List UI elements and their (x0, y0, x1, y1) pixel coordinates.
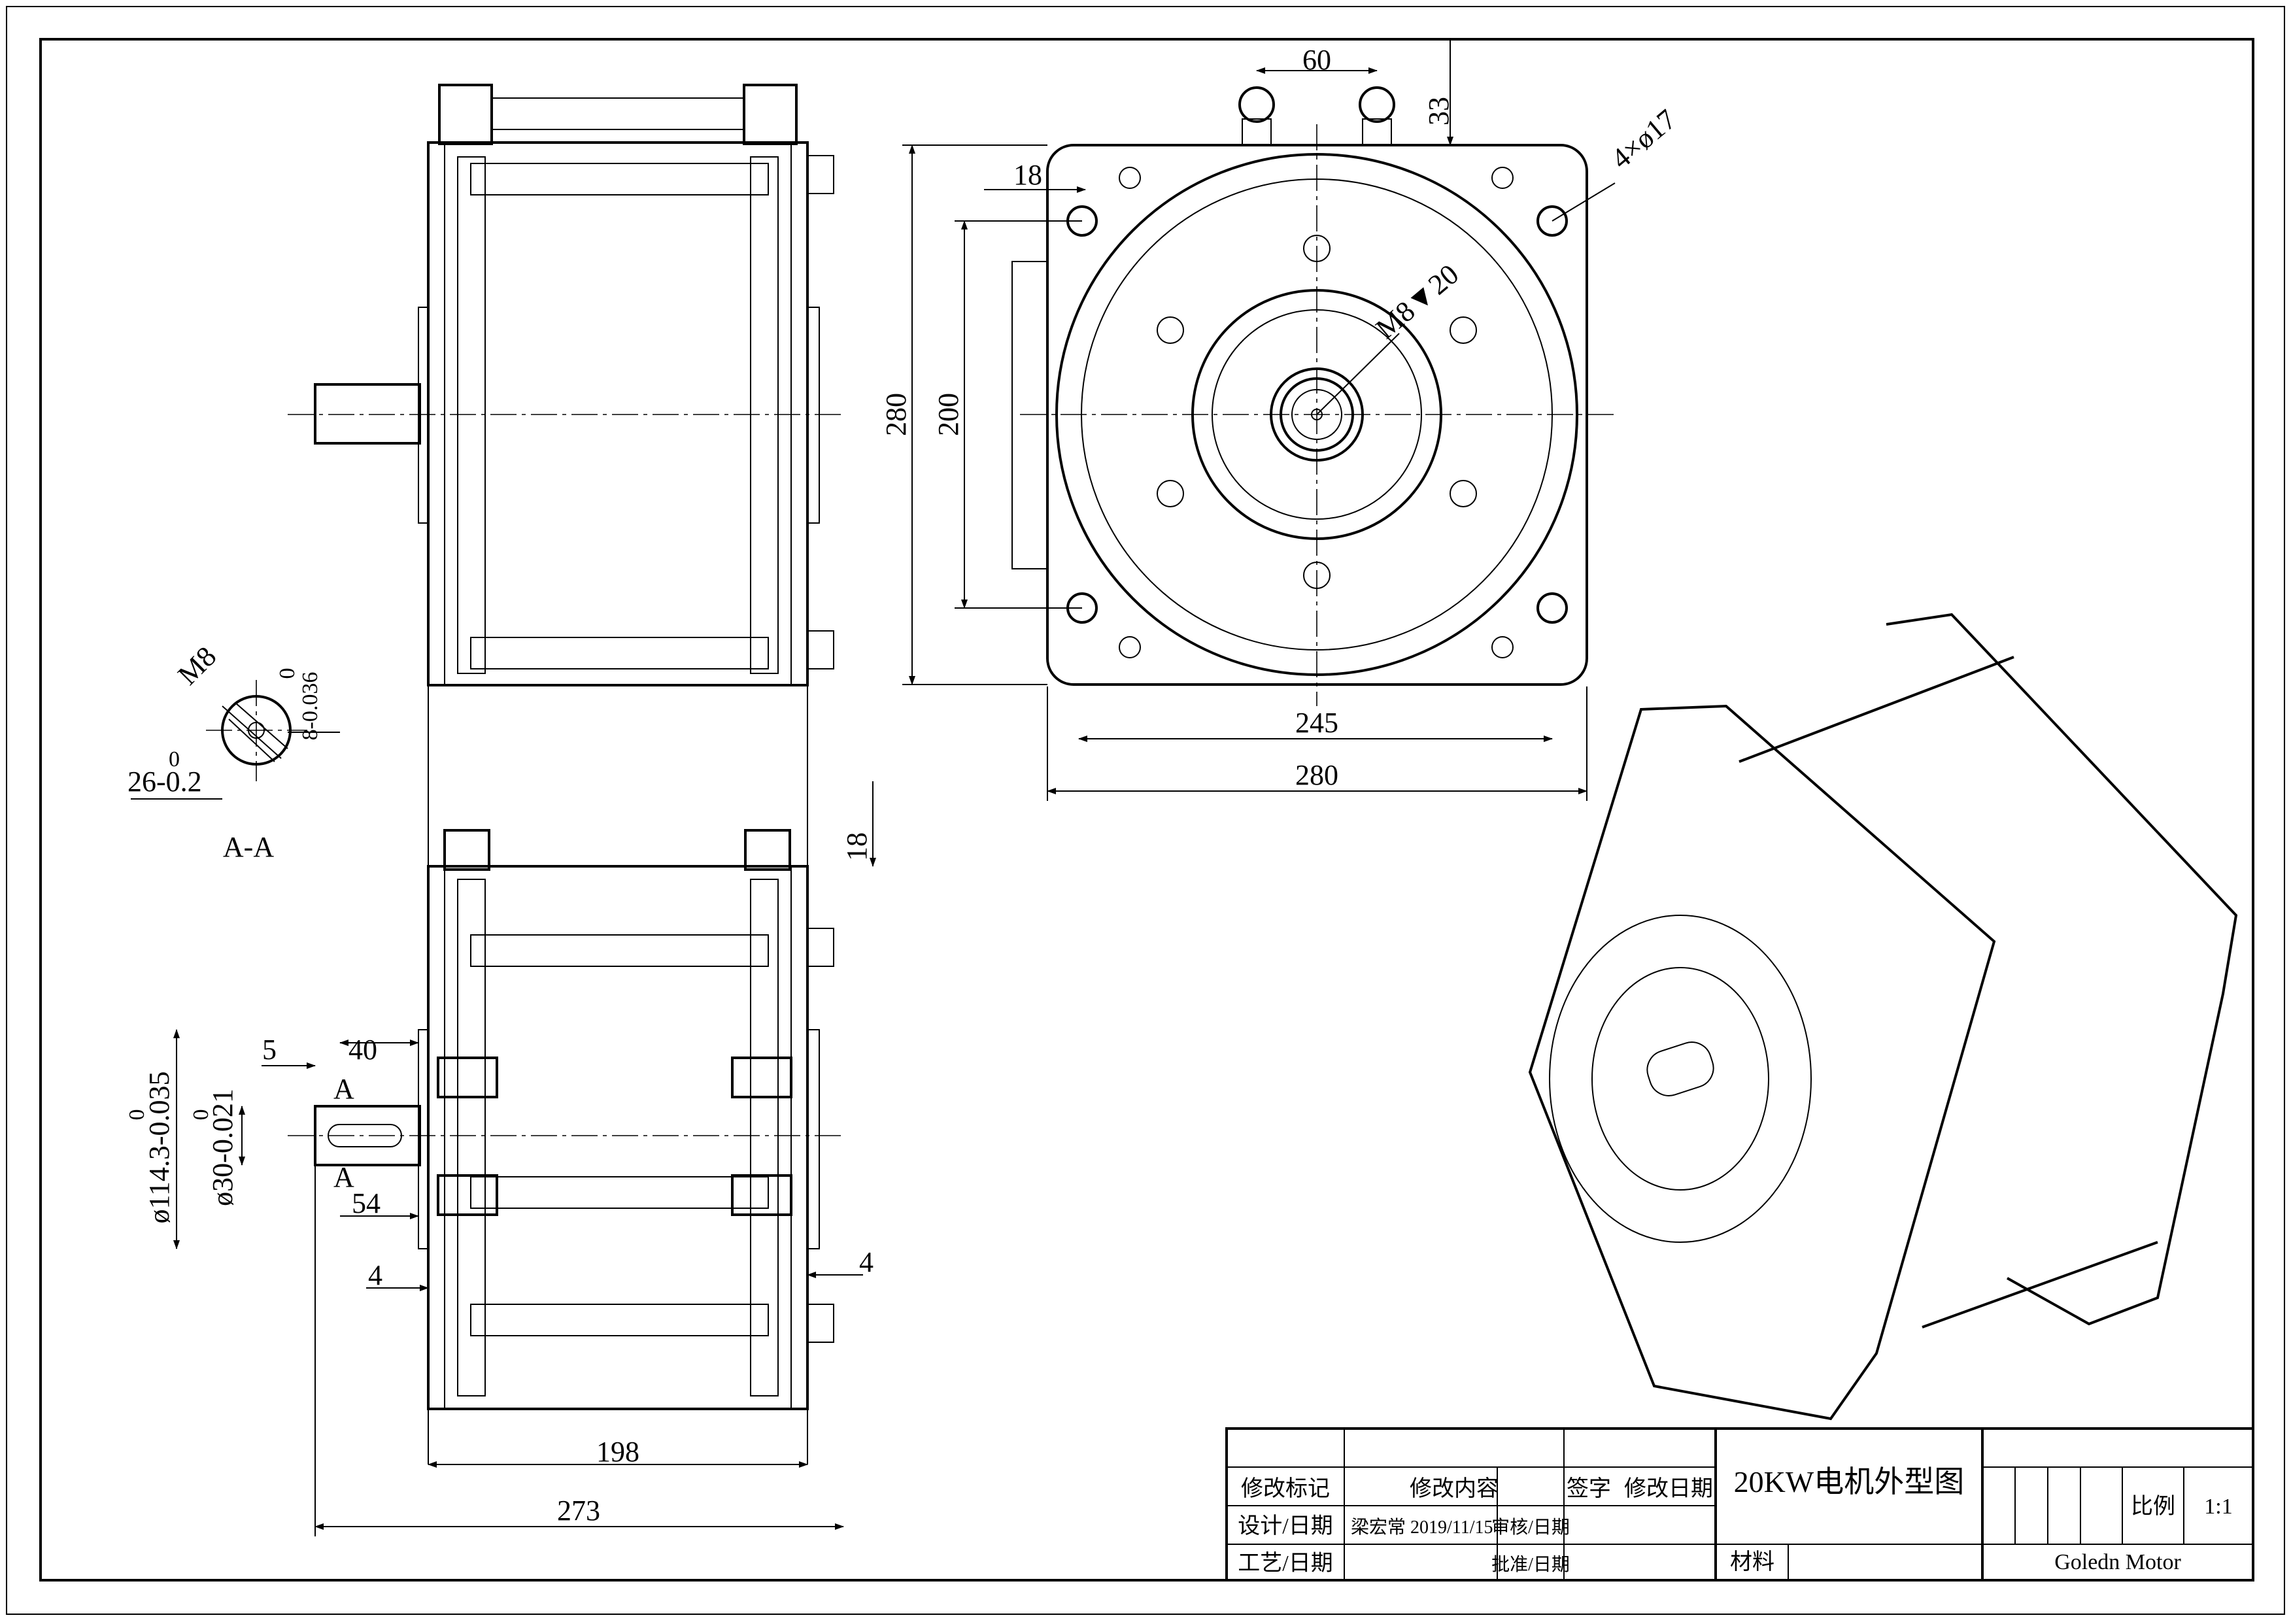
sheet-outer-border (6, 6, 2285, 1615)
section-key-dim-upper: 0 (275, 668, 299, 679)
dim-4-left: 4 (368, 1259, 382, 1291)
section-depth-dim-upper: 0 (169, 747, 180, 771)
dim-33: 33 (1423, 97, 1455, 126)
section-thread-m8: M8 (171, 640, 222, 691)
section-mark-a-top: A (333, 1073, 354, 1105)
section-depth-dim: 26-0.2 (127, 766, 202, 798)
section-mark-a-bottom: A (333, 1161, 354, 1193)
tb-scale-value: 1:1 (2204, 1495, 2232, 1519)
dim-5: 5 (262, 1034, 277, 1066)
tb-process-date-label: 工艺/日期 (1238, 1551, 1332, 1576)
dim-dia-114: ø114.3-0.035 (143, 1071, 175, 1223)
dim-54: 54 (352, 1187, 381, 1219)
tb-designer: 梁宏常 2019/11/15 (1351, 1517, 1493, 1538)
dim-198: 198 (596, 1436, 639, 1468)
dim-dia-30: ø30-0.021 (207, 1089, 239, 1206)
tb-sign: 签字 (1567, 1476, 1611, 1501)
section-key-dim: 8-0.036 (298, 672, 322, 741)
dim-60: 60 (1302, 44, 1331, 76)
tb-revision-content: 修改内容 (1410, 1476, 1499, 1501)
dimension-lines (131, 39, 1616, 1530)
dim-dia-30-upper: 0 (189, 1109, 213, 1121)
dim-200-vertical: 200 (932, 393, 964, 436)
tb-design-date-label: 设计/日期 (1238, 1514, 1332, 1538)
side-view-bottom (288, 829, 843, 1536)
tb-company: Goledn Motor (2054, 1550, 2181, 1574)
isometric-view (1528, 613, 2238, 1421)
dim-245: 245 (1295, 707, 1338, 739)
dim-18-front: 18 (1013, 159, 1042, 191)
tb-review-date-label: 审核/日期 (1491, 1517, 1570, 1538)
tb-revision-mark: 修改标记 (1241, 1476, 1330, 1501)
tb-approve-date-label: 批准/日期 (1491, 1554, 1570, 1575)
front-view (1011, 86, 1615, 706)
section-label: A-A (223, 831, 274, 863)
sheet-frame (39, 38, 2254, 1582)
dim-273: 273 (557, 1495, 600, 1527)
dim-4-right: 4 (859, 1246, 874, 1278)
tb-revision-date: 修改日期 (1624, 1476, 1713, 1501)
tb-drawing-title: 20KW电机外型图 (1734, 1465, 1965, 1498)
tb-scale-label: 比例 (2131, 1495, 2175, 1519)
side-view-top (288, 84, 843, 1464)
dim-dia-114-upper: 0 (125, 1109, 149, 1121)
dim-40: 40 (348, 1034, 377, 1066)
dim-280-horizontal: 280 (1295, 759, 1338, 791)
dim-18-bottom: 18 (841, 832, 873, 861)
section-a-a (206, 680, 307, 781)
title-block (1225, 1427, 2254, 1582)
dim-280-vertical: 280 (880, 393, 912, 436)
tb-material-label: 材料 (1730, 1549, 1774, 1574)
dim-hole-4x17: 4×ø17 (1605, 103, 1682, 175)
